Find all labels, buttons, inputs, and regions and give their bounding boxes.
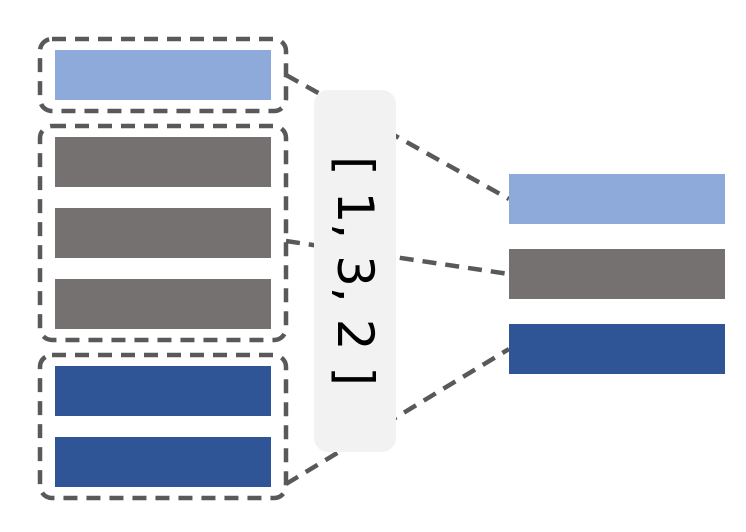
group-1-bar-1 <box>55 50 271 100</box>
group-3-bar-3 <box>55 279 271 329</box>
group-2-bar-2 <box>55 437 271 487</box>
group-2-box <box>37 352 289 501</box>
connector-1 <box>284 73 511 201</box>
merged-bar-1 <box>509 174 725 224</box>
merged-bar-3 <box>509 324 725 374</box>
group-2-bar-1 <box>55 366 271 416</box>
group-3-box <box>37 123 289 343</box>
label-text: [ 1, 3, 2 ] <box>326 156 384 386</box>
group-1-box <box>37 36 289 114</box>
connectors <box>284 73 511 486</box>
left-groups <box>37 36 289 501</box>
label-box <box>314 90 396 452</box>
connector-3 <box>284 347 511 486</box>
right-bars <box>509 174 725 374</box>
group-3-bar-1 <box>55 137 271 187</box>
merged-bar-2 <box>509 249 725 299</box>
connector-2 <box>285 238 510 277</box>
group-3-bar-2 <box>55 208 271 258</box>
